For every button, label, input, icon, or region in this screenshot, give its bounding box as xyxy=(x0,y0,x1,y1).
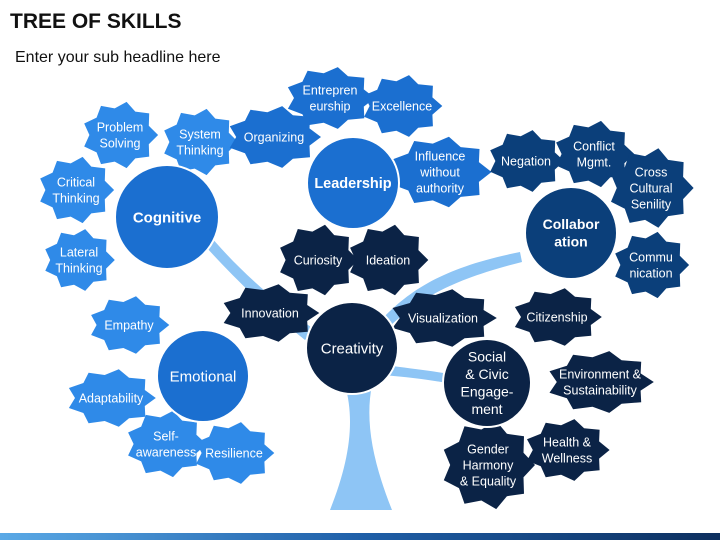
hub-emotional: Emotional xyxy=(156,329,250,423)
leaf-shape xyxy=(611,148,694,228)
hub-circle xyxy=(442,338,532,428)
leaf-label: Empathy xyxy=(104,318,154,332)
leaf-label: Visualization xyxy=(408,311,478,325)
skill-leaf: Negation xyxy=(490,130,565,192)
leaf-shape xyxy=(45,229,115,291)
leaf-shape xyxy=(350,224,429,296)
hub-circle xyxy=(114,164,220,270)
leaf-label: Adaptability xyxy=(79,391,144,405)
leaf-shape xyxy=(514,288,602,346)
leaf-shape xyxy=(556,120,635,188)
hub-circle xyxy=(156,329,250,423)
leaf-label: Ideation xyxy=(366,253,411,267)
leaf-label: Organizing xyxy=(244,130,304,144)
skill-leaf: Organizing xyxy=(229,106,321,168)
hub-circle xyxy=(306,136,400,230)
hub-creativity: Creativity xyxy=(305,301,399,395)
leaf-label: Excellence xyxy=(372,99,432,113)
skill-leaf: Innovation xyxy=(223,284,320,342)
skill-leaf: Visualization xyxy=(392,289,497,347)
skill-leaf: Excellence xyxy=(364,75,443,137)
skill-leaf: Self-awareness xyxy=(128,410,207,478)
footer-bar xyxy=(0,533,720,540)
hub-circle xyxy=(524,186,618,280)
leaf-shape xyxy=(392,289,497,347)
hub-label: Creativity xyxy=(321,340,384,357)
hub-label: Cognitive xyxy=(133,209,201,226)
leaf-shape xyxy=(615,231,690,299)
leaf-label: Citizenship xyxy=(526,310,587,324)
leaf-label: Curiosity xyxy=(294,253,343,267)
hub-circle xyxy=(305,301,399,395)
leaf-shape xyxy=(527,419,610,481)
skill-leaf: Health &Wellness xyxy=(527,419,610,481)
leaf-label: Resilience xyxy=(205,446,263,460)
leaf-label: Health &Wellness xyxy=(542,435,592,465)
leaf-shape xyxy=(391,136,492,208)
skill-leaf: Resilience xyxy=(196,422,275,484)
leaf-shape xyxy=(280,224,359,296)
slide-title: TREE OF SKILLS xyxy=(10,10,182,33)
leaf-shape xyxy=(287,67,375,129)
skill-leaf: Adaptability xyxy=(68,369,156,427)
leaf-shape xyxy=(164,108,239,176)
skill-leaf: Environment &Sustainability xyxy=(549,351,654,413)
hub-leadership: Leadership xyxy=(306,136,400,230)
leaf-shape xyxy=(229,106,321,168)
hub-label: Emotional xyxy=(170,368,237,385)
leaf-label: Environment &Sustainability xyxy=(559,367,642,397)
leaf-label: Negation xyxy=(501,154,551,168)
leaf-shape xyxy=(549,351,654,413)
leaf-shape xyxy=(490,130,565,192)
leaf-shape xyxy=(91,296,170,354)
hub-label: Leadership xyxy=(314,176,391,192)
leaf-shape xyxy=(223,284,320,342)
hub-cognitive: Cognitive xyxy=(114,164,220,270)
leaf-shape xyxy=(40,156,115,224)
leaf-shape xyxy=(196,422,275,484)
leaf-shape xyxy=(84,101,159,169)
leaf-shape xyxy=(128,410,207,478)
slide-subtitle: Enter your sub headline here xyxy=(15,49,221,66)
skill-leaf: Empathy xyxy=(91,296,170,354)
leaf-label: Self-awareness xyxy=(136,429,196,459)
skill-leaf: Curiosity xyxy=(280,224,359,296)
leaf-label: Innovation xyxy=(241,306,299,320)
leaf-shape xyxy=(364,75,443,137)
leaf-shape xyxy=(443,420,535,510)
skill-leaf: Ideation xyxy=(350,224,429,296)
skill-leaf: Citizenship xyxy=(514,288,602,346)
leaf-shape xyxy=(68,369,156,427)
